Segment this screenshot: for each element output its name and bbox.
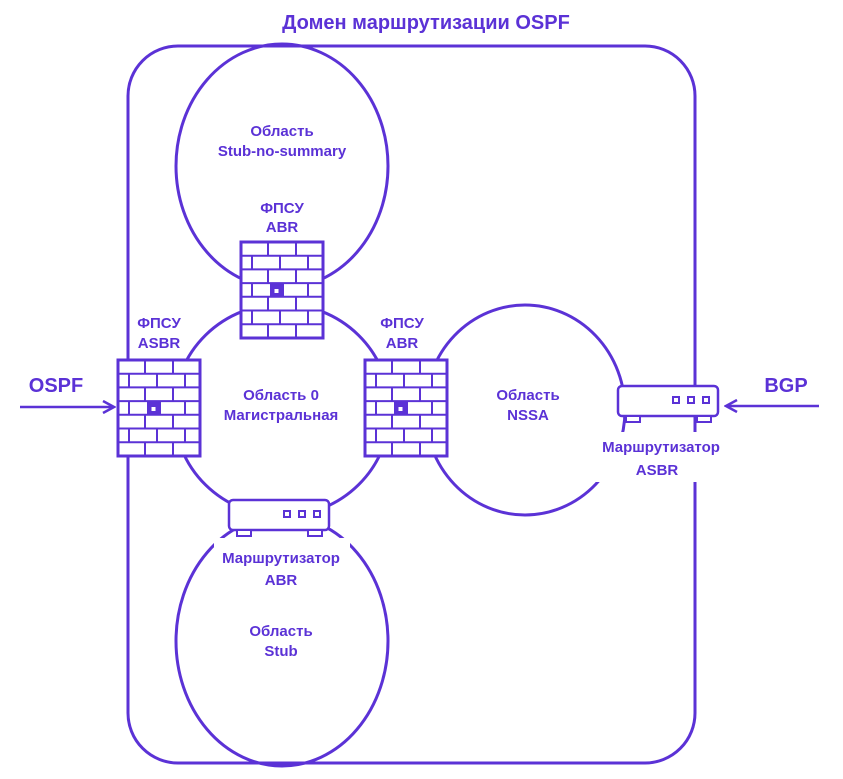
external-bgp: BGP [726,375,819,406]
firewall-top-label-2: ABR [266,219,299,236]
firewall-mid-label-1: ФПСУ [380,315,424,332]
firewall-left-label-2: ASBR [138,335,181,352]
firewall-top-label-1: ФПСУ [260,200,304,217]
external-ospf-label: OSPF [29,375,83,397]
router-abr-label-1: Маршрутизатор [222,550,340,567]
firewall-top-abr: ФПСУ ABR [239,200,325,340]
firewall-mid-abr: ФПСУ ABR [363,315,449,458]
firewall-icon [239,240,325,340]
area-nssa-label-2: NSSA [507,407,549,424]
router-icon [616,384,720,424]
area-stub-label-2: Stub [264,643,297,660]
external-ospf: OSPF [20,375,114,407]
router-asbr: Маршрутизатор ASBR [588,384,734,482]
firewall-left-asbr: ФПСУ ASBR [116,315,202,458]
firewall-left-label-1: ФПСУ [137,315,181,332]
firewall-icon [116,358,202,458]
external-bgp-label: BGP [764,375,807,397]
router-icon [227,498,331,538]
area-stub-label-1: Область [249,623,312,640]
area-nssa-label-1: Область [496,387,559,404]
area-stub-no-summary-label-2: Stub-no-summary [218,143,347,160]
firewall-mid-label-2: ABR [386,335,419,352]
router-asbr-label-1: Маршрутизатор [602,439,720,456]
diagram-title: Домен маршрутизации OSPF [282,12,570,34]
area-stub-no-summary-label-1: Область [250,123,313,140]
firewall-icon [363,358,449,458]
router-abr-label-2: ABR [265,572,298,589]
area-backbone-label-1: Область 0 [243,387,319,404]
area-backbone-label-2: Магистральная [224,407,339,424]
router-asbr-label-2: ASBR [636,462,679,479]
router-abr: Маршрутизатор ABR [214,498,350,589]
